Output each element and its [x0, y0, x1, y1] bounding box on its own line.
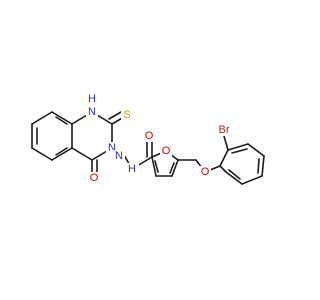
bromophenyl-ring — [219, 135, 265, 185]
atom-sulfur: S — [123, 109, 130, 121]
benzene-ring-quinazoline — [31, 111, 73, 161]
molecule-structure: H N S N O N H O O Br O — [31, 93, 265, 185]
atom-n3: N — [108, 142, 116, 154]
molecule-canvas: H N S N O N H O O Br O — [31, 93, 265, 185]
atom-furan-oxygen: O — [162, 145, 171, 157]
atom-amide-nitrogen: N — [115, 150, 123, 162]
atom-bromine: Br — [219, 124, 230, 136]
atom-labels: H N S N O N H O O Br O — [84, 93, 234, 184]
atom-keto-oxygen: O — [90, 172, 99, 184]
atom-n1-hydrogen: H — [88, 93, 96, 105]
atom-n1: N — [88, 106, 96, 118]
atom-amide-hydrogen: H — [128, 163, 136, 175]
atom-amide-oxygen: O — [145, 130, 154, 142]
atom-ether-oxygen: O — [201, 166, 210, 178]
